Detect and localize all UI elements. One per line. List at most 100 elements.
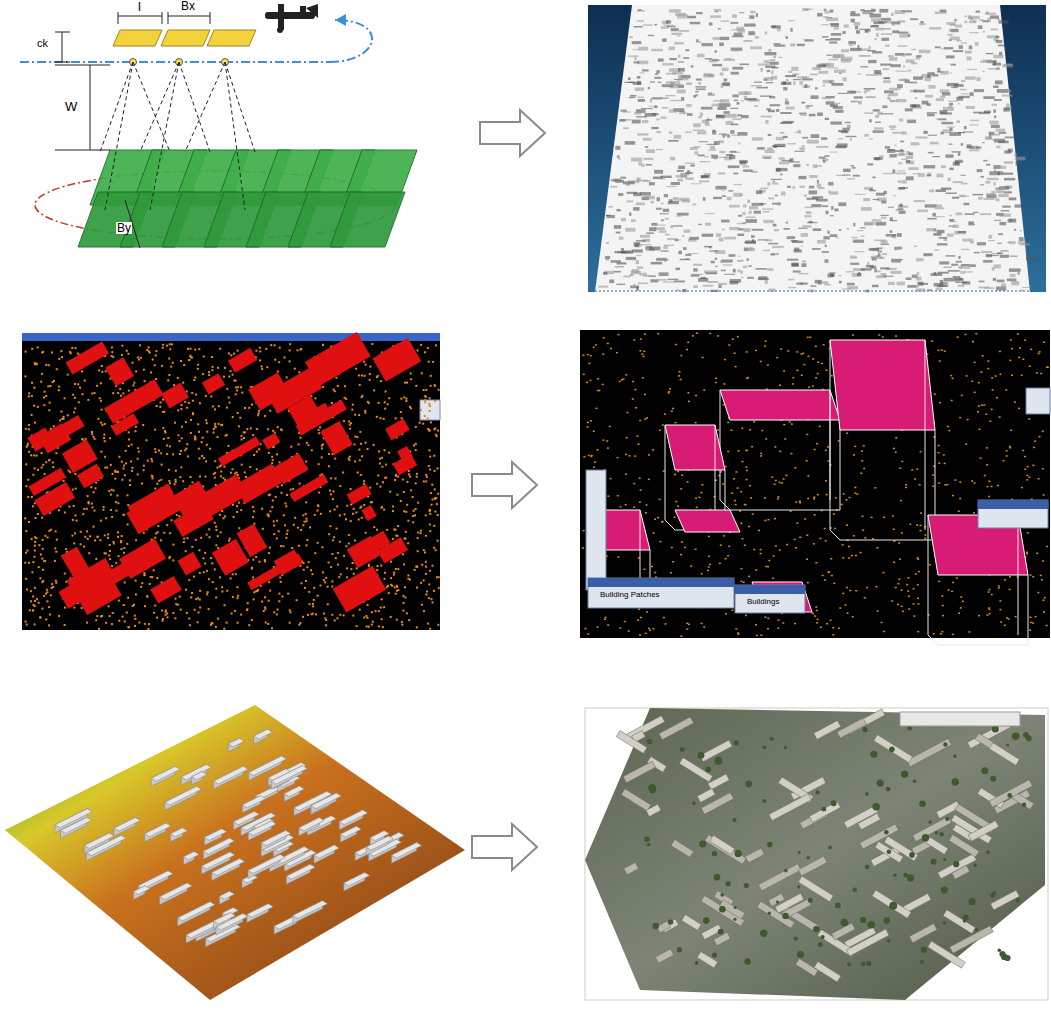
illustration-part [889, 125, 896, 128]
illustration-part [339, 485, 341, 487]
illustration-part [854, 22, 861, 25]
illustration-part [827, 55, 832, 56]
illustration-part [135, 370, 137, 372]
illustration-part [633, 207, 640, 211]
illustration-part [842, 175, 851, 176]
illustration-part [290, 611, 292, 613]
illustration-part [685, 254, 691, 256]
illustration-part [765, 280, 768, 284]
illustration-part [868, 60, 876, 63]
illustration-part [420, 530, 422, 532]
illustration-part [847, 91, 856, 94]
illustration-part [961, 42, 967, 43]
illustration-part [262, 528, 264, 530]
illustration-part [318, 492, 320, 494]
illustration-part [704, 73, 712, 76]
illustration-part [794, 248, 799, 251]
illustration-part [692, 274, 704, 275]
illustration-part [785, 101, 789, 104]
illustration-part [860, 227, 865, 228]
illustration-part [105, 622, 107, 624]
illustration-part [610, 186, 617, 188]
illustration-part [96, 385, 98, 387]
illustration-part [758, 63, 769, 65]
illustration-part [718, 172, 726, 174]
illustration-part [977, 169, 983, 172]
illustration-part [215, 526, 217, 528]
illustration-part [685, 49, 689, 51]
illustration-part [881, 215, 889, 216]
illustration-part [186, 407, 188, 409]
illustration-part [1015, 157, 1026, 161]
illustration-part [905, 53, 911, 55]
illustration-part [994, 220, 1001, 221]
illustration-part [760, 188, 768, 189]
illustration-part [892, 169, 895, 173]
illustration-part [737, 234, 744, 236]
illustration-part [110, 464, 112, 466]
illustration-part [430, 421, 432, 423]
illustration-part [949, 144, 953, 145]
illustration-part [879, 9, 888, 13]
illustration-part [836, 237, 839, 238]
illustration-part [732, 95, 738, 98]
illustration-part [787, 236, 795, 239]
illustration-part [302, 524, 304, 526]
illustration-part [891, 271, 902, 274]
illustration-part [716, 115, 723, 117]
illustration-part [377, 475, 379, 477]
illustration-part [219, 348, 221, 350]
illustration-part [969, 46, 973, 50]
illustration-part [897, 233, 902, 237]
illustration-part [677, 213, 689, 216]
illustration-part [746, 217, 756, 219]
illustration-part [870, 14, 882, 18]
illustration-part [819, 71, 829, 74]
illustration-part [900, 141, 904, 143]
illustration-part [916, 136, 928, 138]
illustration-part [620, 177, 626, 179]
illustration-part [973, 112, 980, 114]
illustration-part [744, 228, 751, 232]
illustration-part [677, 17, 687, 18]
illustration-part [930, 142, 939, 145]
illustration-part [764, 52, 776, 55]
illustration-part [428, 403, 430, 405]
illustration-part [822, 251, 829, 253]
illustration-part [772, 246, 784, 248]
illustration-part [774, 229, 779, 231]
illustration-part [763, 211, 770, 213]
illustration-part [752, 203, 764, 206]
illustration-part [916, 258, 923, 261]
illustration-part [669, 199, 672, 202]
illustration-part [750, 11, 755, 14]
illustration-part [205, 419, 207, 421]
illustration-part [198, 611, 200, 613]
illustration-part [942, 122, 954, 125]
illustration-part [885, 45, 890, 47]
illustration-part [410, 489, 412, 491]
illustration-part [960, 271, 965, 273]
illustration-part [850, 263, 859, 265]
illustration-part [331, 586, 333, 588]
illustration-part [970, 264, 976, 267]
illustration-part [661, 117, 667, 119]
illustration-part [103, 434, 105, 436]
illustration-part [248, 407, 250, 409]
illustration-part [970, 120, 979, 121]
illustration-part [729, 155, 735, 159]
illustration-part [429, 410, 431, 412]
illustration-part [934, 233, 942, 236]
illustration-part [747, 258, 749, 261]
illustration-part [25, 463, 27, 465]
illustration-part [677, 35, 680, 36]
illustration-part [666, 82, 675, 84]
illustration-part [733, 173, 738, 175]
illustration-part [631, 158, 642, 162]
illustration-part [906, 59, 915, 62]
illustration-part [738, 215, 742, 217]
illustration-part [744, 24, 756, 27]
illustration-part [117, 502, 119, 504]
illustration-part [996, 40, 1003, 43]
illustration-part [679, 78, 689, 80]
